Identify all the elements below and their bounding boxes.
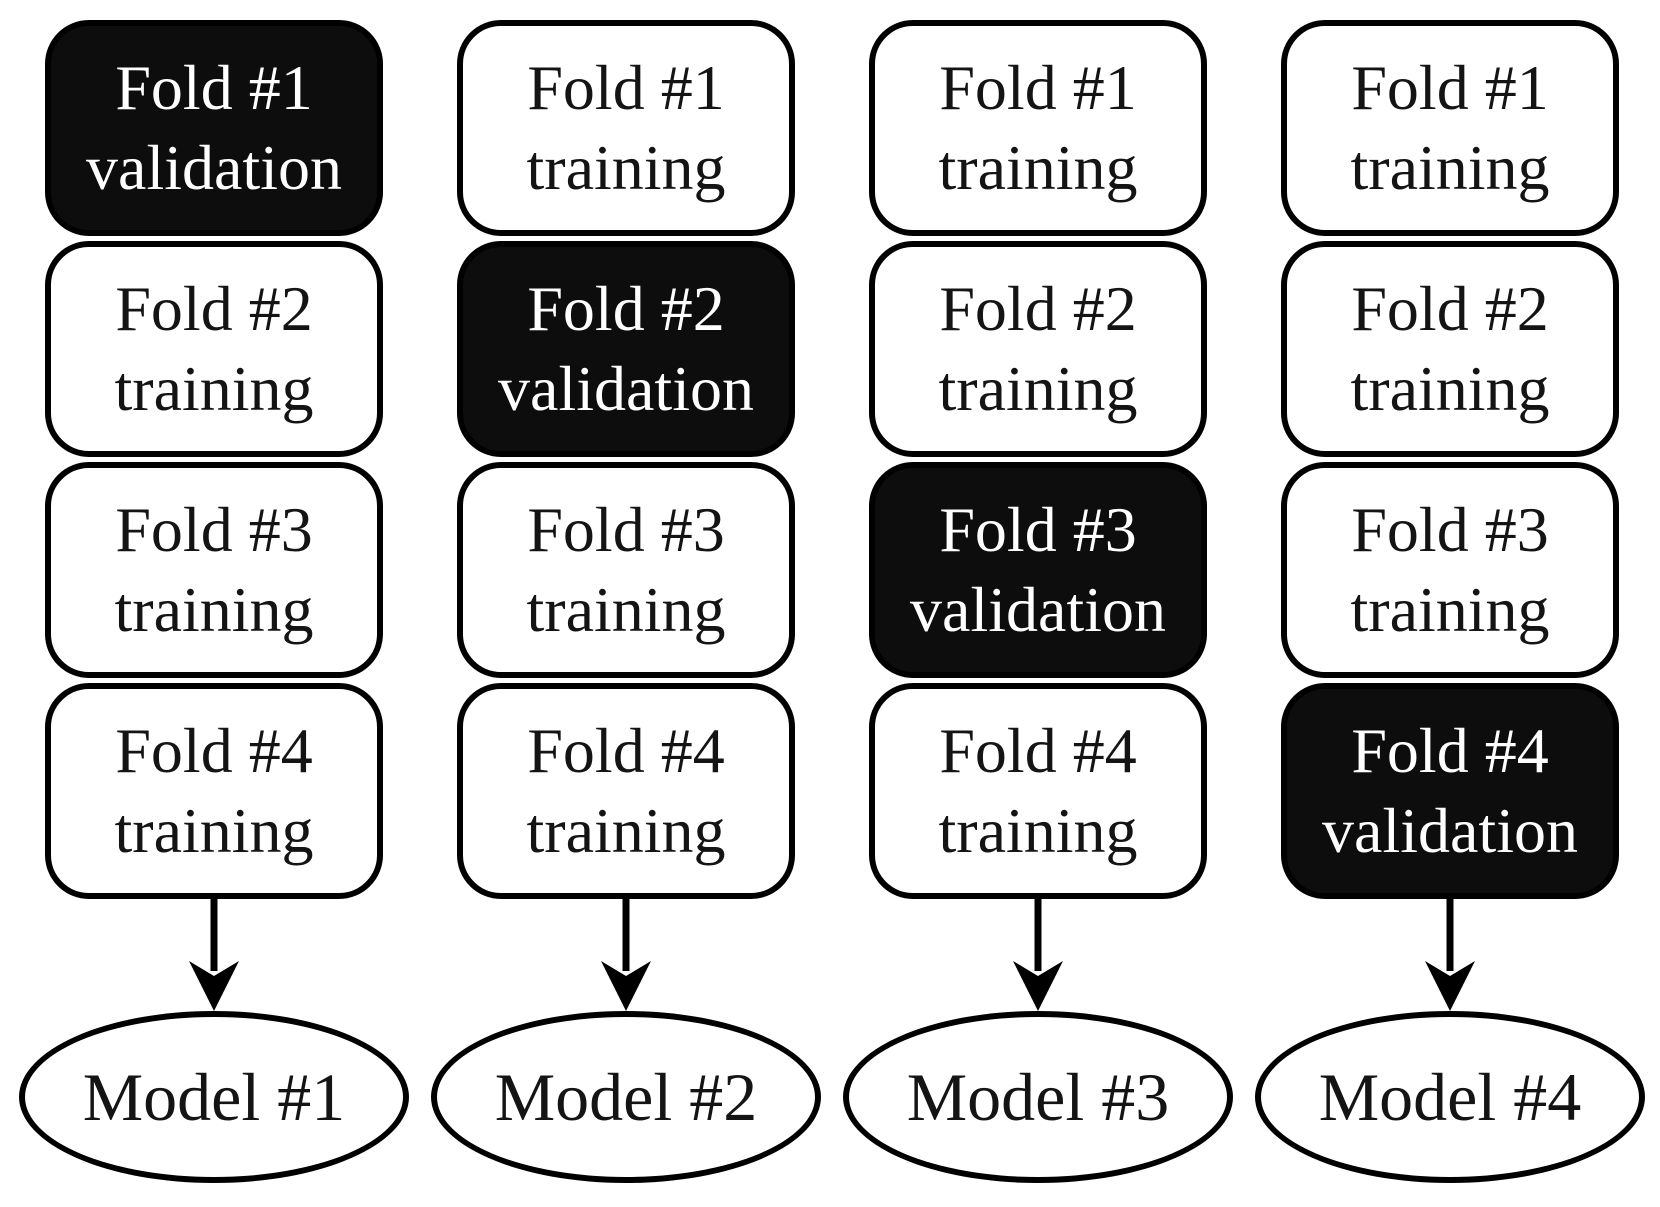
fold-label: Fold #1 <box>939 52 1137 123</box>
fold-box-training: Fold #1 training <box>457 20 795 236</box>
fold-label: Fold #2 <box>115 273 313 344</box>
fold-label: Fold #4 <box>527 715 725 786</box>
fold-label: Fold #3 <box>527 494 725 565</box>
fold-role-label: training <box>938 795 1138 866</box>
fold-role-label: validation <box>1322 795 1578 866</box>
fold-box-training: Fold #2 training <box>1281 241 1619 457</box>
fold-role-label: training <box>526 574 726 645</box>
model-label: Model #4 <box>1318 1059 1582 1135</box>
fold-role-label: validation <box>498 353 754 424</box>
arrow-down-icon <box>1012 899 1064 1011</box>
fold-role-label: training <box>1350 353 1550 424</box>
fold-box-training: Fold #3 training <box>457 462 795 678</box>
fold-role-label: validation <box>86 132 342 203</box>
fold-label: Fold #2 <box>1351 273 1549 344</box>
fold-label: Fold #4 <box>1351 715 1549 786</box>
fold-role-label: training <box>938 353 1138 424</box>
fold-role-label: training <box>1350 574 1550 645</box>
fold-label: Fold #2 <box>527 273 725 344</box>
fold-box-training: Fold #3 training <box>1281 462 1619 678</box>
fold-label: Fold #3 <box>1351 494 1549 565</box>
model-ellipse: Model #4 <box>1255 1011 1645 1183</box>
model-label: Model #2 <box>494 1059 758 1135</box>
fold-box-training: Fold #1 training <box>869 20 1207 236</box>
fold-box-validation: Fold #4 validation <box>1281 683 1619 899</box>
fold-label: Fold #4 <box>939 715 1137 786</box>
fold-label: Fold #1 <box>1351 52 1549 123</box>
fold-box-training: Fold #1 training <box>1281 20 1619 236</box>
model-ellipse: Model #2 <box>431 1011 821 1183</box>
fold-box-validation: Fold #2 validation <box>457 241 795 457</box>
fold-label: Fold #1 <box>115 52 313 123</box>
fold-box-validation: Fold #3 validation <box>869 462 1207 678</box>
fold-box-validation: Fold #1 validation <box>45 20 383 236</box>
fold-box-training: Fold #2 training <box>869 241 1207 457</box>
fold-role-label: validation <box>910 574 1166 645</box>
fold-label: Fold #2 <box>939 273 1137 344</box>
model-ellipse: Model #3 <box>843 1011 1233 1183</box>
fold-box-training: Fold #2 training <box>45 241 383 457</box>
arrow-down-icon <box>600 899 652 1011</box>
fold-label: Fold #3 <box>115 494 313 565</box>
model-label: Model #3 <box>906 1059 1170 1135</box>
fold-role-label: training <box>114 353 314 424</box>
fold-box-training: Fold #4 training <box>457 683 795 899</box>
fold-label: Fold #4 <box>115 715 313 786</box>
fold-box-training: Fold #4 training <box>869 683 1207 899</box>
fold-role-label: training <box>526 795 726 866</box>
fold-box-training: Fold #4 training <box>45 683 383 899</box>
fold-role-label: training <box>114 795 314 866</box>
fold-role-label: training <box>526 132 726 203</box>
fold-label: Fold #1 <box>527 52 725 123</box>
fold-label: Fold #3 <box>939 494 1137 565</box>
fold-box-training: Fold #3 training <box>45 462 383 678</box>
arrow-down-icon <box>188 899 240 1011</box>
arrow-down-icon <box>1424 899 1476 1011</box>
model-label: Model #1 <box>82 1059 346 1135</box>
fold-role-label: training <box>938 132 1138 203</box>
model-ellipse: Model #1 <box>19 1011 409 1183</box>
fold-role-label: training <box>114 574 314 645</box>
fold-role-label: training <box>1350 132 1550 203</box>
